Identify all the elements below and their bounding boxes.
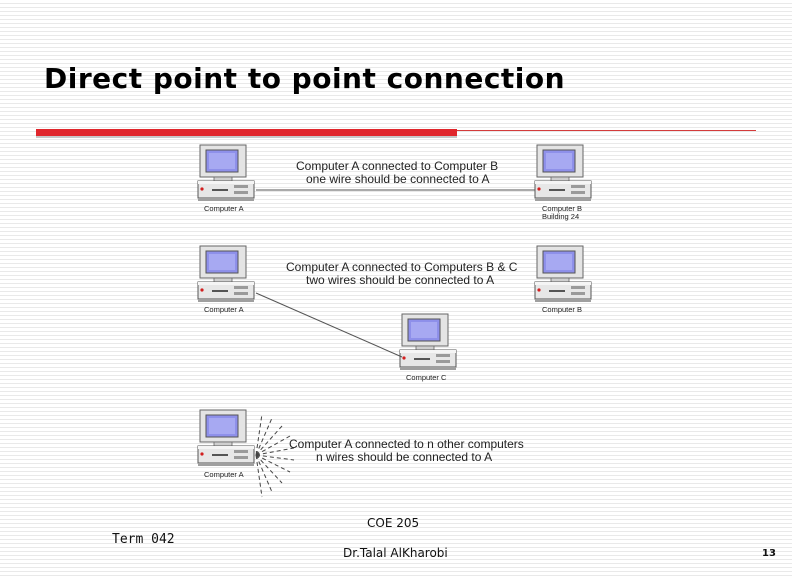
fan-out-wires (255, 413, 295, 498)
title-underline-thin (457, 130, 756, 131)
caption-row3-line2: n wires should be connected to A (316, 450, 493, 464)
computer-a-label-row2: Computer A (204, 305, 244, 314)
caption-row2-line2: two wires should be connected to A (306, 273, 495, 287)
wire-a-to-c (255, 292, 403, 358)
computer-b-label-row1: Computer B (542, 204, 583, 213)
computer-b-building-label: Building 24 (542, 212, 580, 221)
computer-a-row3 (197, 409, 255, 467)
computer-b-row1 (534, 144, 592, 202)
computer-b-row2 (534, 245, 592, 303)
caption-row3-line1: Computer A connected to n other computer… (289, 437, 524, 451)
computer-a-row1 (197, 144, 255, 202)
title-underline-red (36, 129, 457, 136)
slide-title: Direct point to point connection (44, 62, 566, 95)
footer-term: Term 042 (112, 532, 175, 547)
caption-row1-line2: one wire should be connected to A (306, 172, 490, 186)
computer-a-label-row3: Computer A (204, 470, 244, 479)
computer-c-label-row2: Computer C (406, 373, 447, 382)
footer-instructor: Dr.Talal AlKharobi (343, 546, 448, 560)
computer-b-label-row2: Computer B (542, 305, 583, 314)
page-number: 13 (762, 548, 776, 559)
computer-a-label-row1: Computer A (204, 204, 244, 213)
caption-row2-line1: Computer A connected to Computers B & C (286, 260, 518, 274)
computer-a-row2 (197, 245, 255, 303)
computer-c-row2 (399, 313, 457, 371)
caption-row1-line1: Computer A connected to Computer B (296, 159, 499, 173)
title-underline-shadow (36, 136, 457, 138)
footer-course: COE 205 (367, 516, 420, 530)
